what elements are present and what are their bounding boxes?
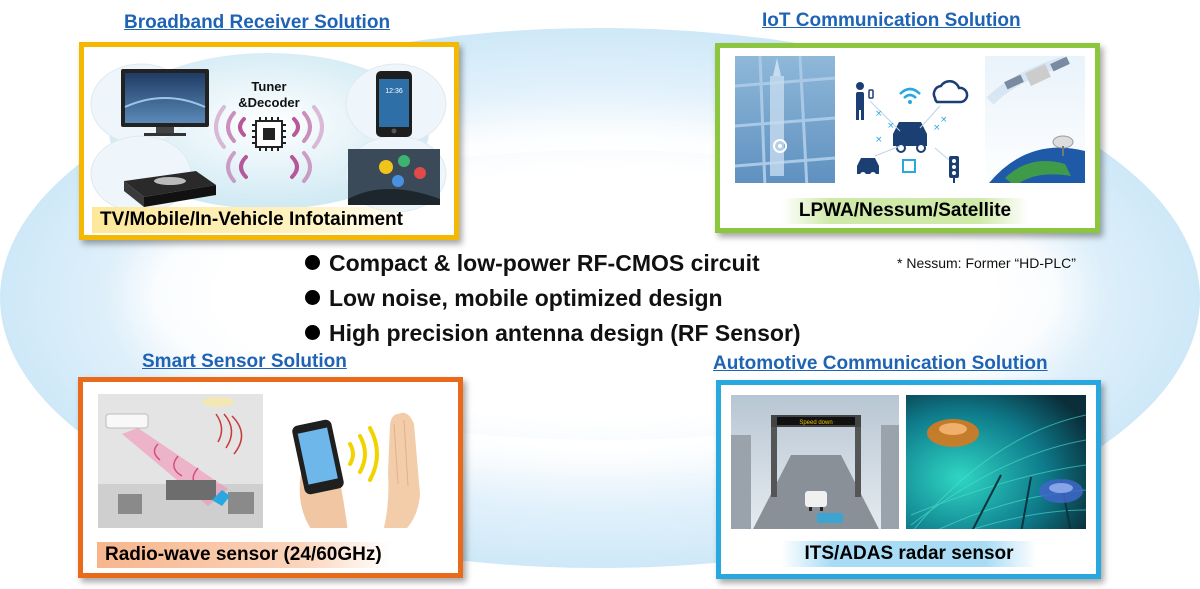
iot-caption: LPWA/Nessum/Satellite bbox=[782, 198, 1028, 224]
smartphone-icon: 12:36 bbox=[376, 71, 412, 137]
svg-text:×: × bbox=[933, 123, 941, 133]
city-map-image bbox=[735, 56, 836, 183]
sensor-panel: Radio-wave sensor (24/60GHz) bbox=[78, 377, 463, 578]
broadband-panel: 12:36 Tuner &Decoder bbox=[79, 42, 459, 240]
settop-box-icon bbox=[124, 171, 216, 207]
broadband-title: Broadband Receiver Solution bbox=[124, 12, 391, 33]
svg-text:×: × bbox=[887, 121, 895, 131]
svg-text:12:36: 12:36 bbox=[385, 88, 403, 95]
room-scene-image bbox=[98, 394, 263, 528]
feature-item: High precision antenna design (RF Sensor… bbox=[305, 316, 801, 351]
iot-illustration: ××××× bbox=[735, 56, 1085, 183]
automotive-panel: Speed down bbox=[716, 380, 1101, 579]
satellite-globe-image bbox=[985, 56, 1085, 183]
broadband-caption: TV/Mobile/In-Vehicle Infotainment bbox=[92, 207, 411, 233]
car-infotainment-icon bbox=[348, 149, 440, 205]
radar-scene-image bbox=[906, 395, 1086, 529]
nessum-footnote: * Nessum: Former “HD-PLC” bbox=[897, 255, 1076, 271]
sparkle-marks: ××××× bbox=[875, 109, 948, 145]
chip-icon bbox=[252, 117, 286, 151]
sensor-illustration bbox=[98, 394, 448, 528]
feature-item: Compact & low-power RF-CMOS circuit bbox=[305, 246, 801, 281]
sensor-title: Smart Sensor Solution bbox=[142, 351, 347, 372]
svg-text:×: × bbox=[940, 115, 948, 125]
svg-text:×: × bbox=[875, 135, 883, 145]
iot-title: IoT Communication Solution bbox=[762, 10, 1021, 31]
tv-icon bbox=[121, 69, 209, 136]
iot-panel: ××××× LPWA/Nessum/Satellite bbox=[715, 43, 1100, 233]
its-gate-image: Speed down bbox=[731, 395, 899, 529]
bullet-icon bbox=[305, 255, 320, 270]
feature-item: Low noise, mobile optimized design bbox=[305, 281, 801, 316]
network-lines bbox=[869, 100, 950, 161]
automotive-title: Automotive Communication Solution bbox=[713, 353, 1048, 374]
feature-list: Compact & low-power RF-CMOS circuit Low … bbox=[305, 246, 801, 351]
iot-device-icons bbox=[856, 79, 969, 183]
its-sign-text: Speed down bbox=[799, 420, 832, 426]
broadband-illustration: 12:36 Tuner &Decoder bbox=[90, 53, 447, 213]
svg-text:×: × bbox=[875, 109, 883, 119]
decoder-label: &Decoder bbox=[238, 95, 299, 110]
bullet-icon bbox=[305, 325, 320, 340]
bullet-icon bbox=[305, 290, 320, 305]
automotive-caption: ITS/ADAS radar sensor bbox=[781, 541, 1037, 567]
tuner-label: Tuner bbox=[251, 79, 286, 94]
hand-phone-image bbox=[273, 394, 448, 528]
radio-wave-icons bbox=[214, 105, 324, 183]
sensor-caption: Radio-wave sensor (24/60GHz) bbox=[97, 542, 390, 568]
automotive-illustration: Speed down bbox=[731, 395, 1086, 529]
